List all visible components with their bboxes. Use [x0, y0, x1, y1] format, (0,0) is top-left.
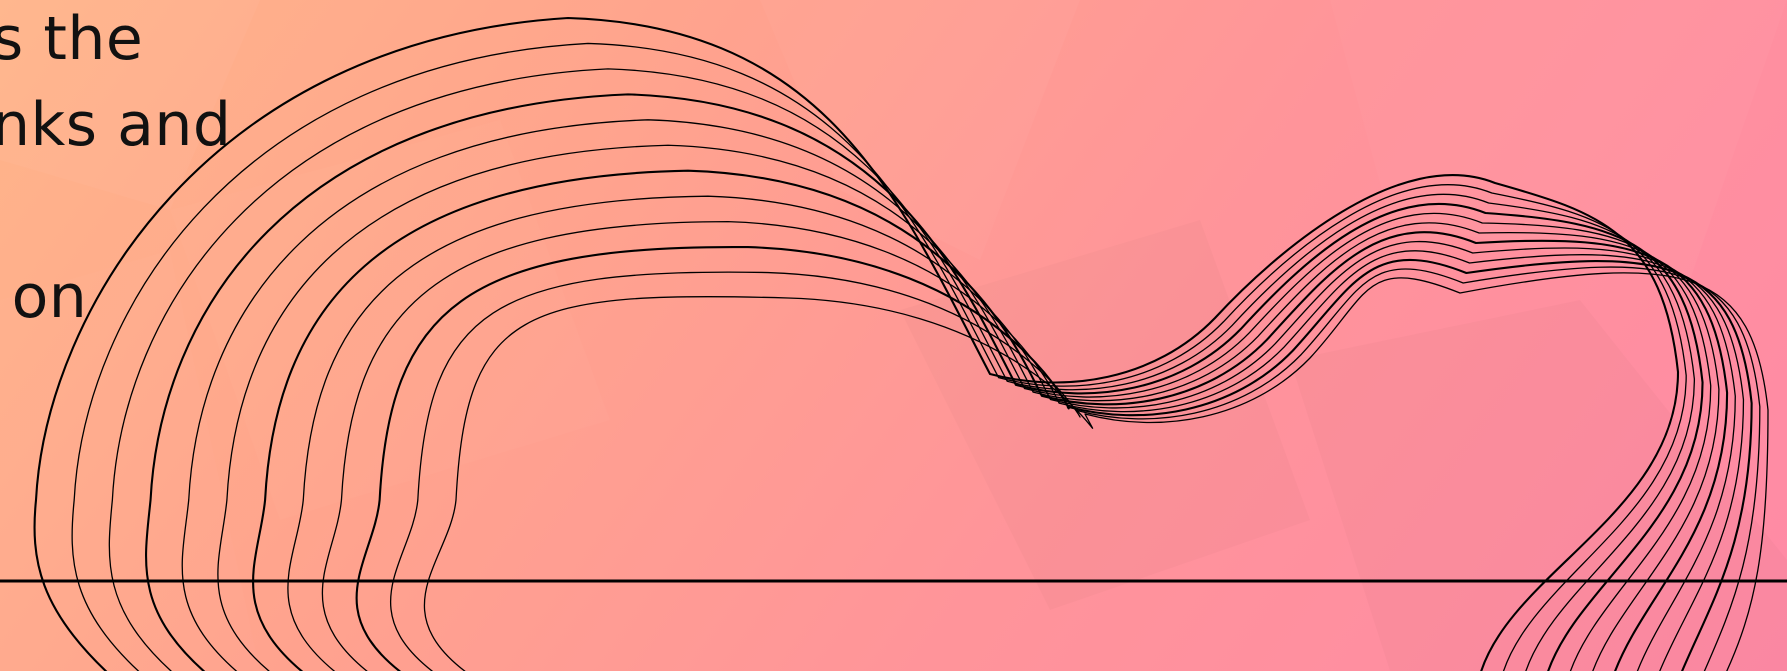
- wave-strand: [423, 272, 1769, 671]
- wave-strands: [33, 16, 1769, 671]
- wave-strand: [181, 119, 1712, 671]
- wave-strand: [252, 169, 1729, 671]
- wave-strand: [145, 93, 1704, 671]
- text-line-3: on: [0, 262, 88, 332]
- partial-text-block: s the nks and on: [0, 0, 260, 360]
- text-line-2: nks and: [0, 90, 232, 160]
- wave-strand: [71, 42, 1687, 671]
- wave-strand: [287, 195, 1736, 671]
- wave-strand: [321, 220, 1745, 671]
- wave-strand: [390, 266, 1761, 671]
- wave-strand: [33, 16, 1680, 671]
- wave-strand: [355, 246, 1753, 671]
- text-line-1: s the: [0, 4, 144, 74]
- wave-strand: [217, 144, 1720, 671]
- wave-strand: [108, 68, 1696, 671]
